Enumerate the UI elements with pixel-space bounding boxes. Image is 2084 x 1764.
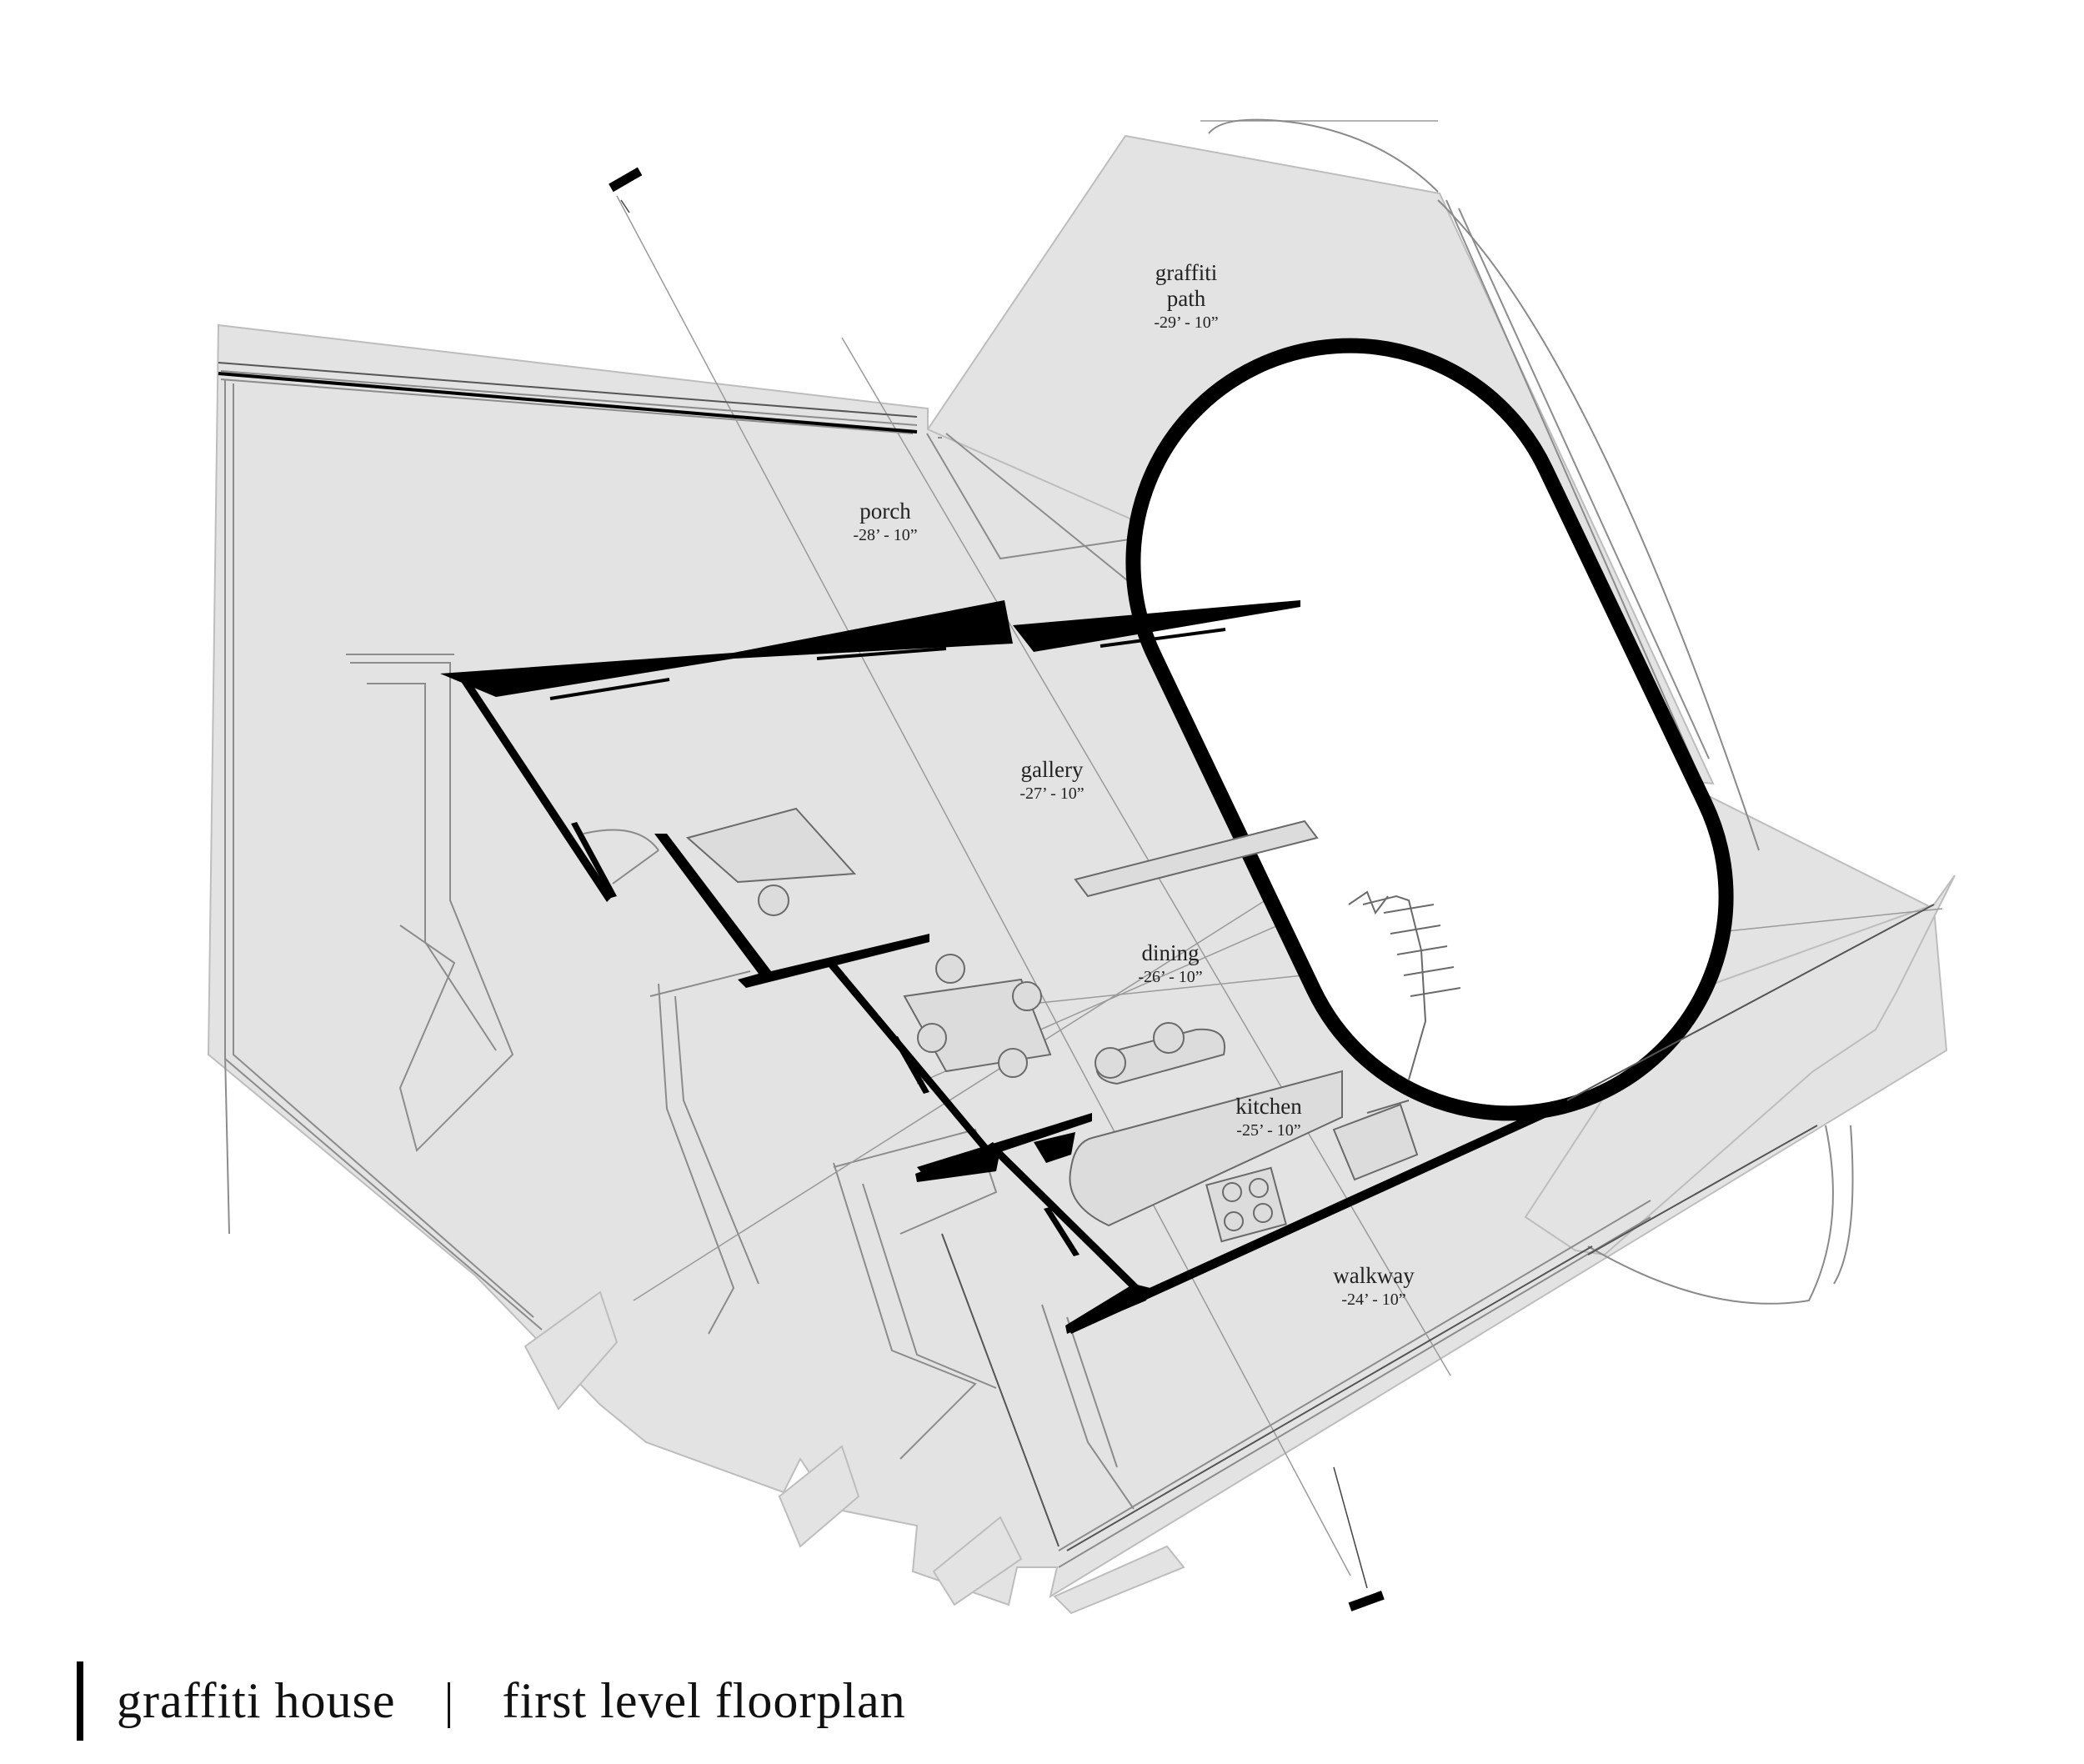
room-level-gallery: -27’ - 10” [1019, 784, 1085, 804]
drawing-caption: graffiti house | first level floorplan [77, 1659, 906, 1742]
room-name-porch: porch [859, 499, 911, 524]
walls [440, 600, 1550, 1334]
windows [218, 372, 1226, 700]
wall-kitchen-diagonal [986, 1142, 1144, 1295]
wall-porch-gallery-2 [734, 600, 1013, 659]
room-label-porch: porch -28’ - 10” [853, 499, 917, 545]
dining-chair-1 [935, 954, 965, 984]
wall-walkway-stub [1065, 1284, 1150, 1334]
dining-bench [1074, 819, 1319, 898]
finger-slab-1 [524, 1290, 619, 1411]
dining-chair-4 [998, 1048, 1028, 1078]
room-name-dining: dining [1141, 940, 1200, 965]
room-level-kitchen: -25’ - 10” [1236, 1121, 1301, 1140]
room-label-dining: dining -26’ - 10” [1138, 940, 1202, 987]
level-outlines [220, 199, 1710, 1568]
furniture [685, 807, 1461, 1243]
section-markers [609, 167, 1385, 1611]
dining-chair-3 [917, 1023, 947, 1053]
wall-walkway [1067, 1107, 1550, 1334]
drum-oval-wall [1125, 338, 1734, 1121]
wall-kitchen-left-stub [915, 1146, 1000, 1182]
section-marker-top [609, 167, 643, 193]
room-level-graffiti-path: -29’ - 10” [1154, 313, 1219, 333]
kitchen-counter [1069, 1070, 1343, 1227]
pot-1 [1095, 1047, 1126, 1079]
gallery-desk [685, 807, 857, 884]
caption-separator: | [443, 1672, 454, 1728]
room-name-graffiti-path-line2: path [1166, 286, 1206, 312]
wall-gallery-diagonal [457, 674, 613, 902]
finger-slab-2 [778, 1445, 860, 1548]
room-label-kitchen: kitchen -25’ - 10” [1235, 1094, 1301, 1140]
wall-porch-gallery-1 [440, 653, 734, 697]
room-name-graffiti-path-line1: graffiti [1155, 260, 1218, 285]
room-name-walkway: walkway [1333, 1263, 1415, 1288]
room-name-kitchen: kitchen [1235, 1094, 1302, 1119]
room-label-gallery: gallery -27’ - 10” [1019, 757, 1084, 804]
caption-subtitle: first level floorplan [502, 1672, 906, 1728]
caption-title: graffiti house [117, 1672, 396, 1728]
graffiti-drum [1125, 338, 1734, 1121]
gallery-chair [758, 885, 789, 916]
finger-slab-4 [1053, 1545, 1185, 1615]
room-level-porch: -28’ - 10” [853, 526, 918, 545]
slab-edge-lines [218, 362, 1935, 1551]
walkway-wedge [1524, 874, 1956, 1256]
room-level-dining: -26’ - 10” [1138, 968, 1203, 987]
room-level-walkway: -24’ - 10” [1341, 1290, 1406, 1310]
door-swings [583, 118, 1854, 1305]
room-name-gallery: gallery [1020, 757, 1084, 782]
room-label-graffiti-path: graffiti path -29’ - 10” [1154, 260, 1218, 333]
kitchen-cabinet [1332, 1103, 1419, 1181]
kitchen-stove [1205, 1166, 1287, 1243]
caption-bar [77, 1661, 83, 1741]
room-label-walkway: walkway -24’ - 10” [1333, 1263, 1414, 1310]
stair [1348, 890, 1461, 1080]
section-marker-bottom [1348, 1591, 1385, 1611]
dining-chair-2 [1012, 981, 1042, 1011]
finger-slab-3 [932, 1516, 1023, 1606]
pot-2 [1153, 1022, 1185, 1054]
wall-porch-gallery-3 [1013, 600, 1300, 652]
